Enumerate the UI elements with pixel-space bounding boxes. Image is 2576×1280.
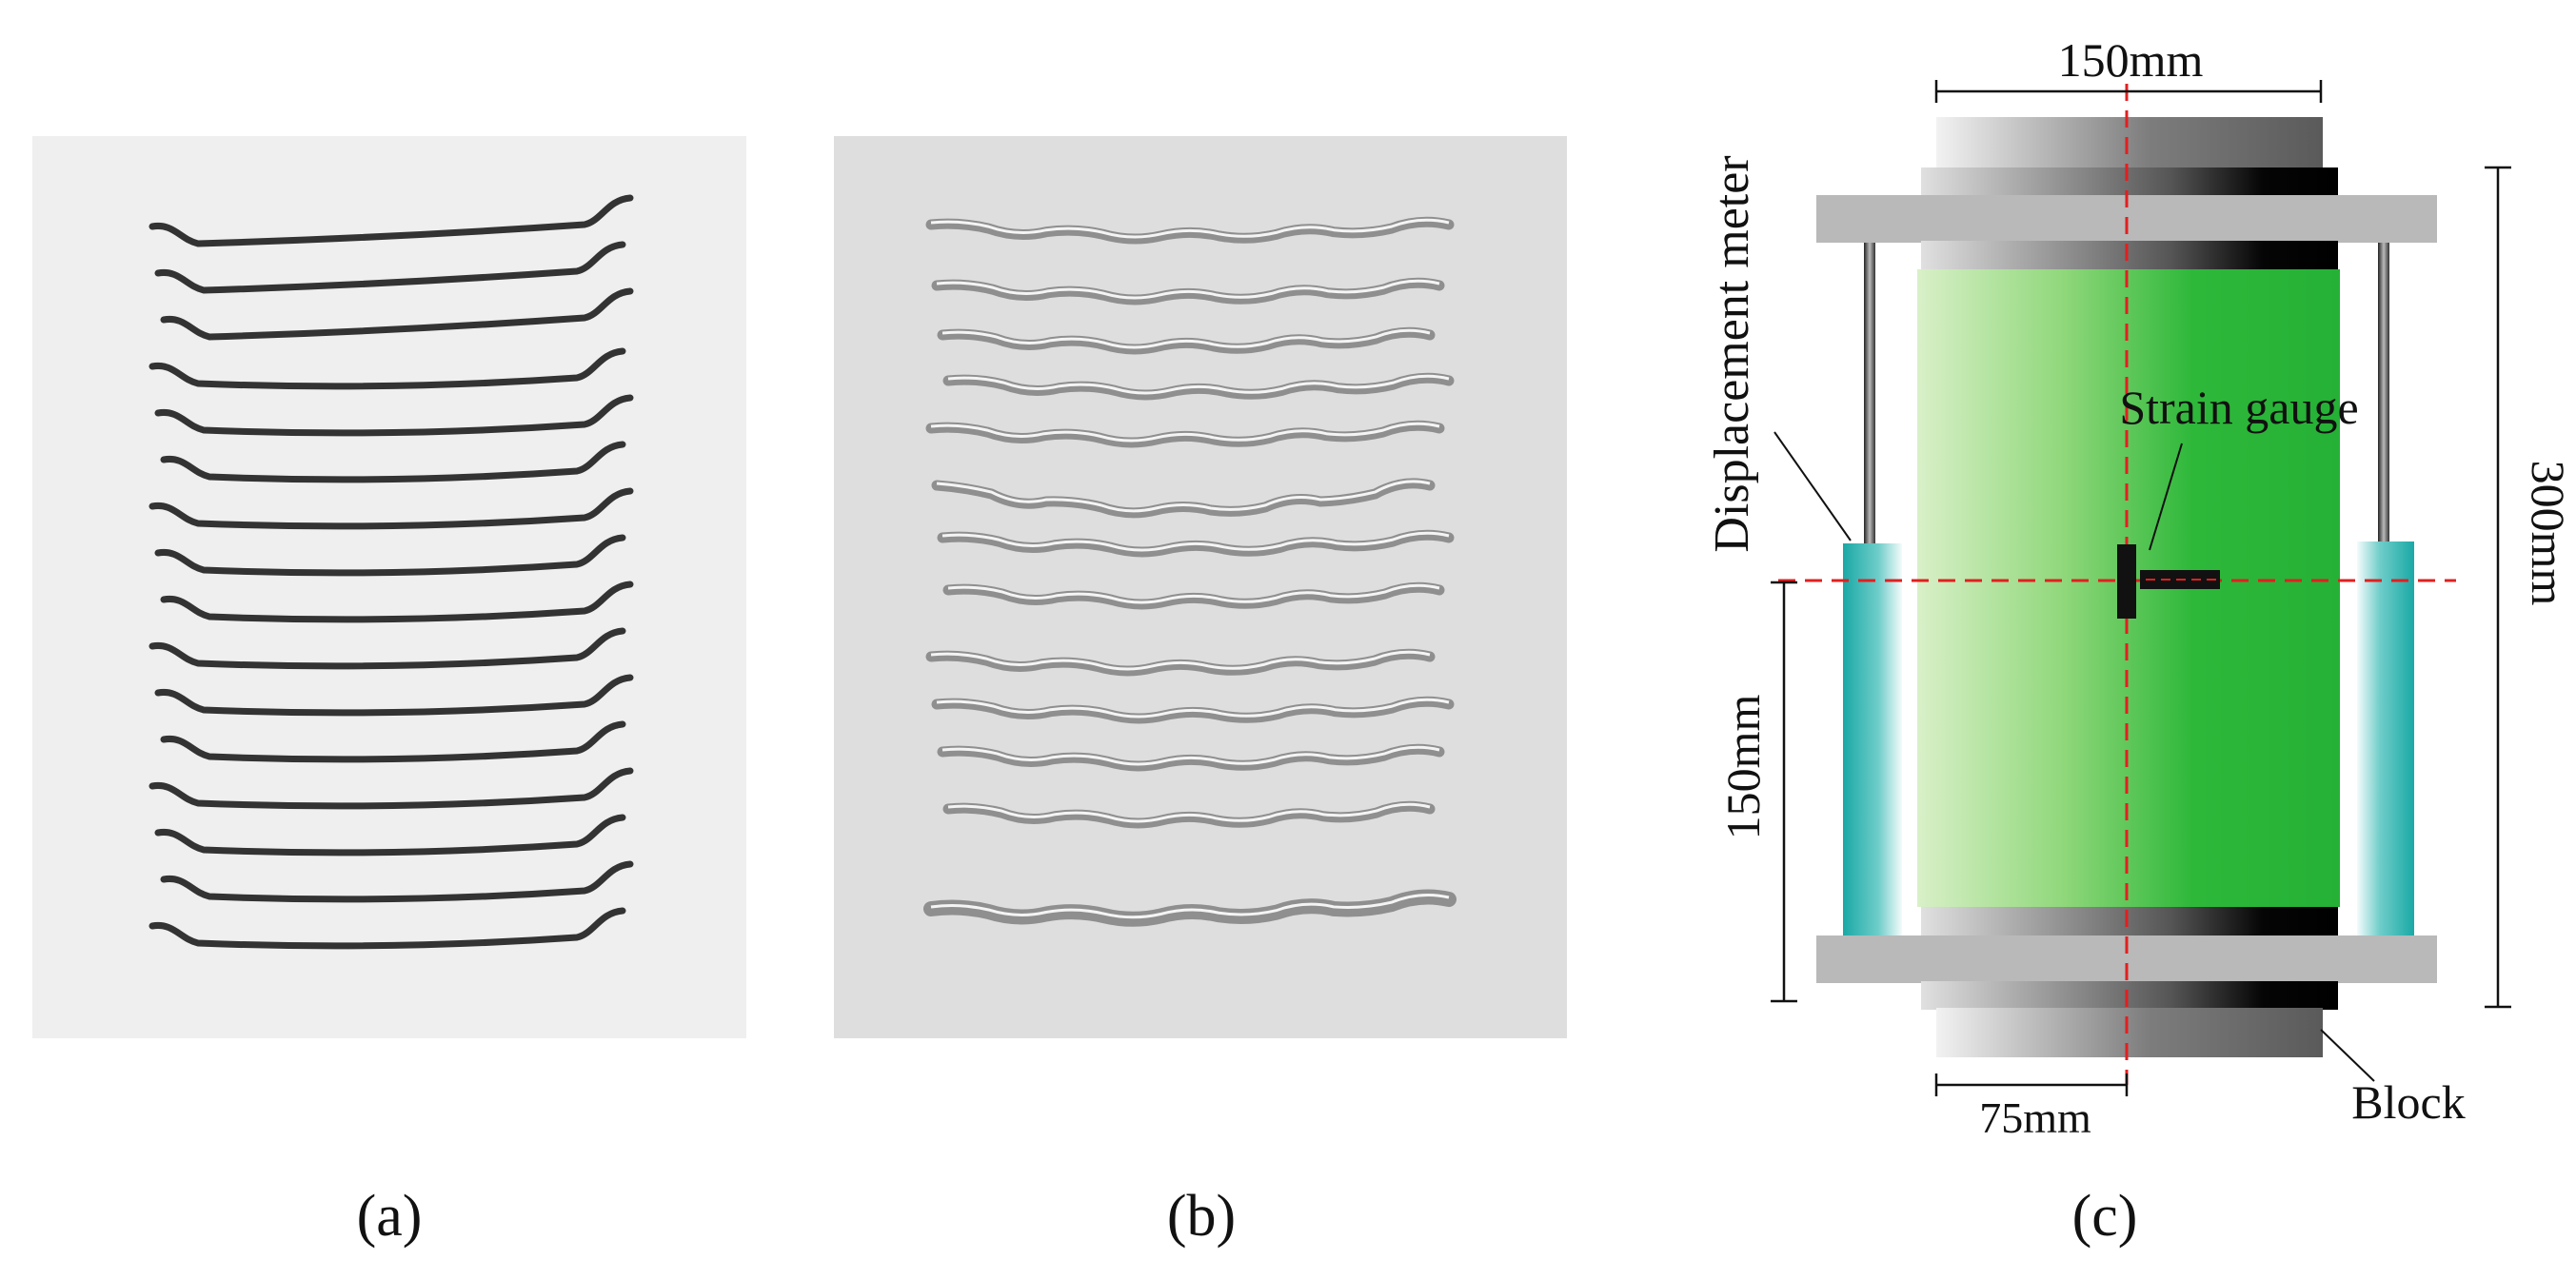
- fiber-highlight: [947, 583, 1440, 604]
- corrugated-steel-fiber: [931, 478, 1436, 519]
- top-cap: [1921, 241, 2338, 269]
- corrugated-steel-fiber: [942, 800, 1436, 829]
- strain-gauge-label: Strain gauge: [2119, 381, 2358, 434]
- corrugated-steel-fiber: [925, 216, 1455, 245]
- corrugated-steel-fiber: [937, 326, 1436, 355]
- hooked-steel-fiber: [160, 287, 634, 341]
- hooked-steel-fiber: [160, 860, 634, 903]
- fiber-highlight: [941, 328, 1431, 349]
- hooked-steel-fiber: [154, 534, 626, 577]
- displacement-meter-label: Displacement meter: [1705, 155, 1759, 552]
- vertical-strain-gauge: [2117, 544, 2136, 619]
- hooked-steel-fiber: [154, 394, 634, 437]
- fiber-highlight: [947, 802, 1431, 823]
- hooked-steel-fiber: [154, 241, 626, 294]
- fiber-highlight: [930, 893, 1450, 919]
- block-label: Block: [2351, 1075, 2465, 1129]
- corrugated-steel-fiber: [942, 581, 1445, 610]
- bottom-cap: [1921, 907, 2338, 937]
- hooked-steel-fiber: [154, 814, 626, 857]
- corrugated-steel-fiber: [925, 648, 1436, 677]
- hooked-steel-fiber: [149, 487, 634, 530]
- top-width-dimension: [1934, 80, 2323, 103]
- hooked-steel-fiber: [149, 347, 626, 390]
- corrugated-steel-fiber: [931, 277, 1445, 305]
- left-rod: [1864, 243, 1875, 543]
- panel-b-fibers: [923, 216, 1456, 927]
- hooked-steel-fiber: [154, 674, 634, 717]
- left-displacement-meter: [1843, 543, 1902, 935]
- fiber-highlight: [930, 650, 1431, 671]
- hooked-steel-fiber: [149, 907, 626, 950]
- hooked-steel-fiber: [149, 627, 626, 670]
- corrugated-steel-fiber: [937, 529, 1455, 558]
- right-rod: [2378, 243, 2389, 543]
- block-leader: [2320, 1029, 2375, 1082]
- corrugated-steel-fiber: [942, 372, 1455, 401]
- corrugated-steel-fiber: [931, 696, 1455, 724]
- fiber-highlight: [936, 698, 1450, 719]
- fiber-highlight: [941, 745, 1440, 766]
- hooked-steel-fiber: [160, 581, 634, 623]
- fiber-highlight: [936, 480, 1431, 513]
- panel-a-fibers: [149, 194, 634, 950]
- corrugated-steel-fiber: [925, 420, 1445, 448]
- panel-b-photo: [834, 136, 1567, 1038]
- bottom-loading-block: [1936, 1008, 2323, 1057]
- panel-b-caption: (b): [1167, 1184, 1236, 1249]
- half-width-label: 75mm: [1979, 1093, 2091, 1142]
- top-block-dark: [1921, 167, 2338, 198]
- top-loading-block: [1936, 117, 2323, 170]
- panel-c-schematic: 150mm 300mm 150mm 75mm Displacement mete…: [1705, 33, 2575, 1142]
- panel-c-caption: (c): [2072, 1184, 2138, 1249]
- strain-gauge-leader: [2149, 443, 2183, 551]
- fiber-highlight: [947, 374, 1450, 395]
- hooked-steel-fiber: [149, 767, 634, 810]
- hooked-steel-fiber: [160, 720, 626, 763]
- corrugated-steel-fiber: [937, 743, 1445, 772]
- displacement-meter-leader: [1773, 431, 1852, 542]
- corrugated-steel-fiber: [923, 889, 1456, 927]
- top-width-label: 150mm: [2058, 33, 2204, 87]
- height-dimension: [2485, 166, 2511, 1009]
- hooked-steel-fiber: [149, 194, 634, 247]
- panel-a-photo: [32, 136, 746, 1038]
- right-displacement-meter: [2357, 542, 2414, 935]
- fiber-highlight: [930, 218, 1450, 239]
- height-label: 300mm: [2522, 461, 2575, 606]
- bottom-block-dark: [1921, 981, 2338, 1010]
- panel-a-caption: (a): [357, 1184, 423, 1249]
- hooked-steel-fiber: [160, 441, 626, 483]
- fiber-highlight: [930, 422, 1440, 443]
- fiber-highlight: [941, 531, 1450, 552]
- panel-a-background: [32, 136, 746, 1038]
- half-width-dimension: [1934, 1073, 2129, 1096]
- lower-height-label: 150mm: [1716, 695, 1770, 840]
- fiber-highlight: [936, 279, 1440, 300]
- lower-height-dimension: [1771, 581, 1797, 1003]
